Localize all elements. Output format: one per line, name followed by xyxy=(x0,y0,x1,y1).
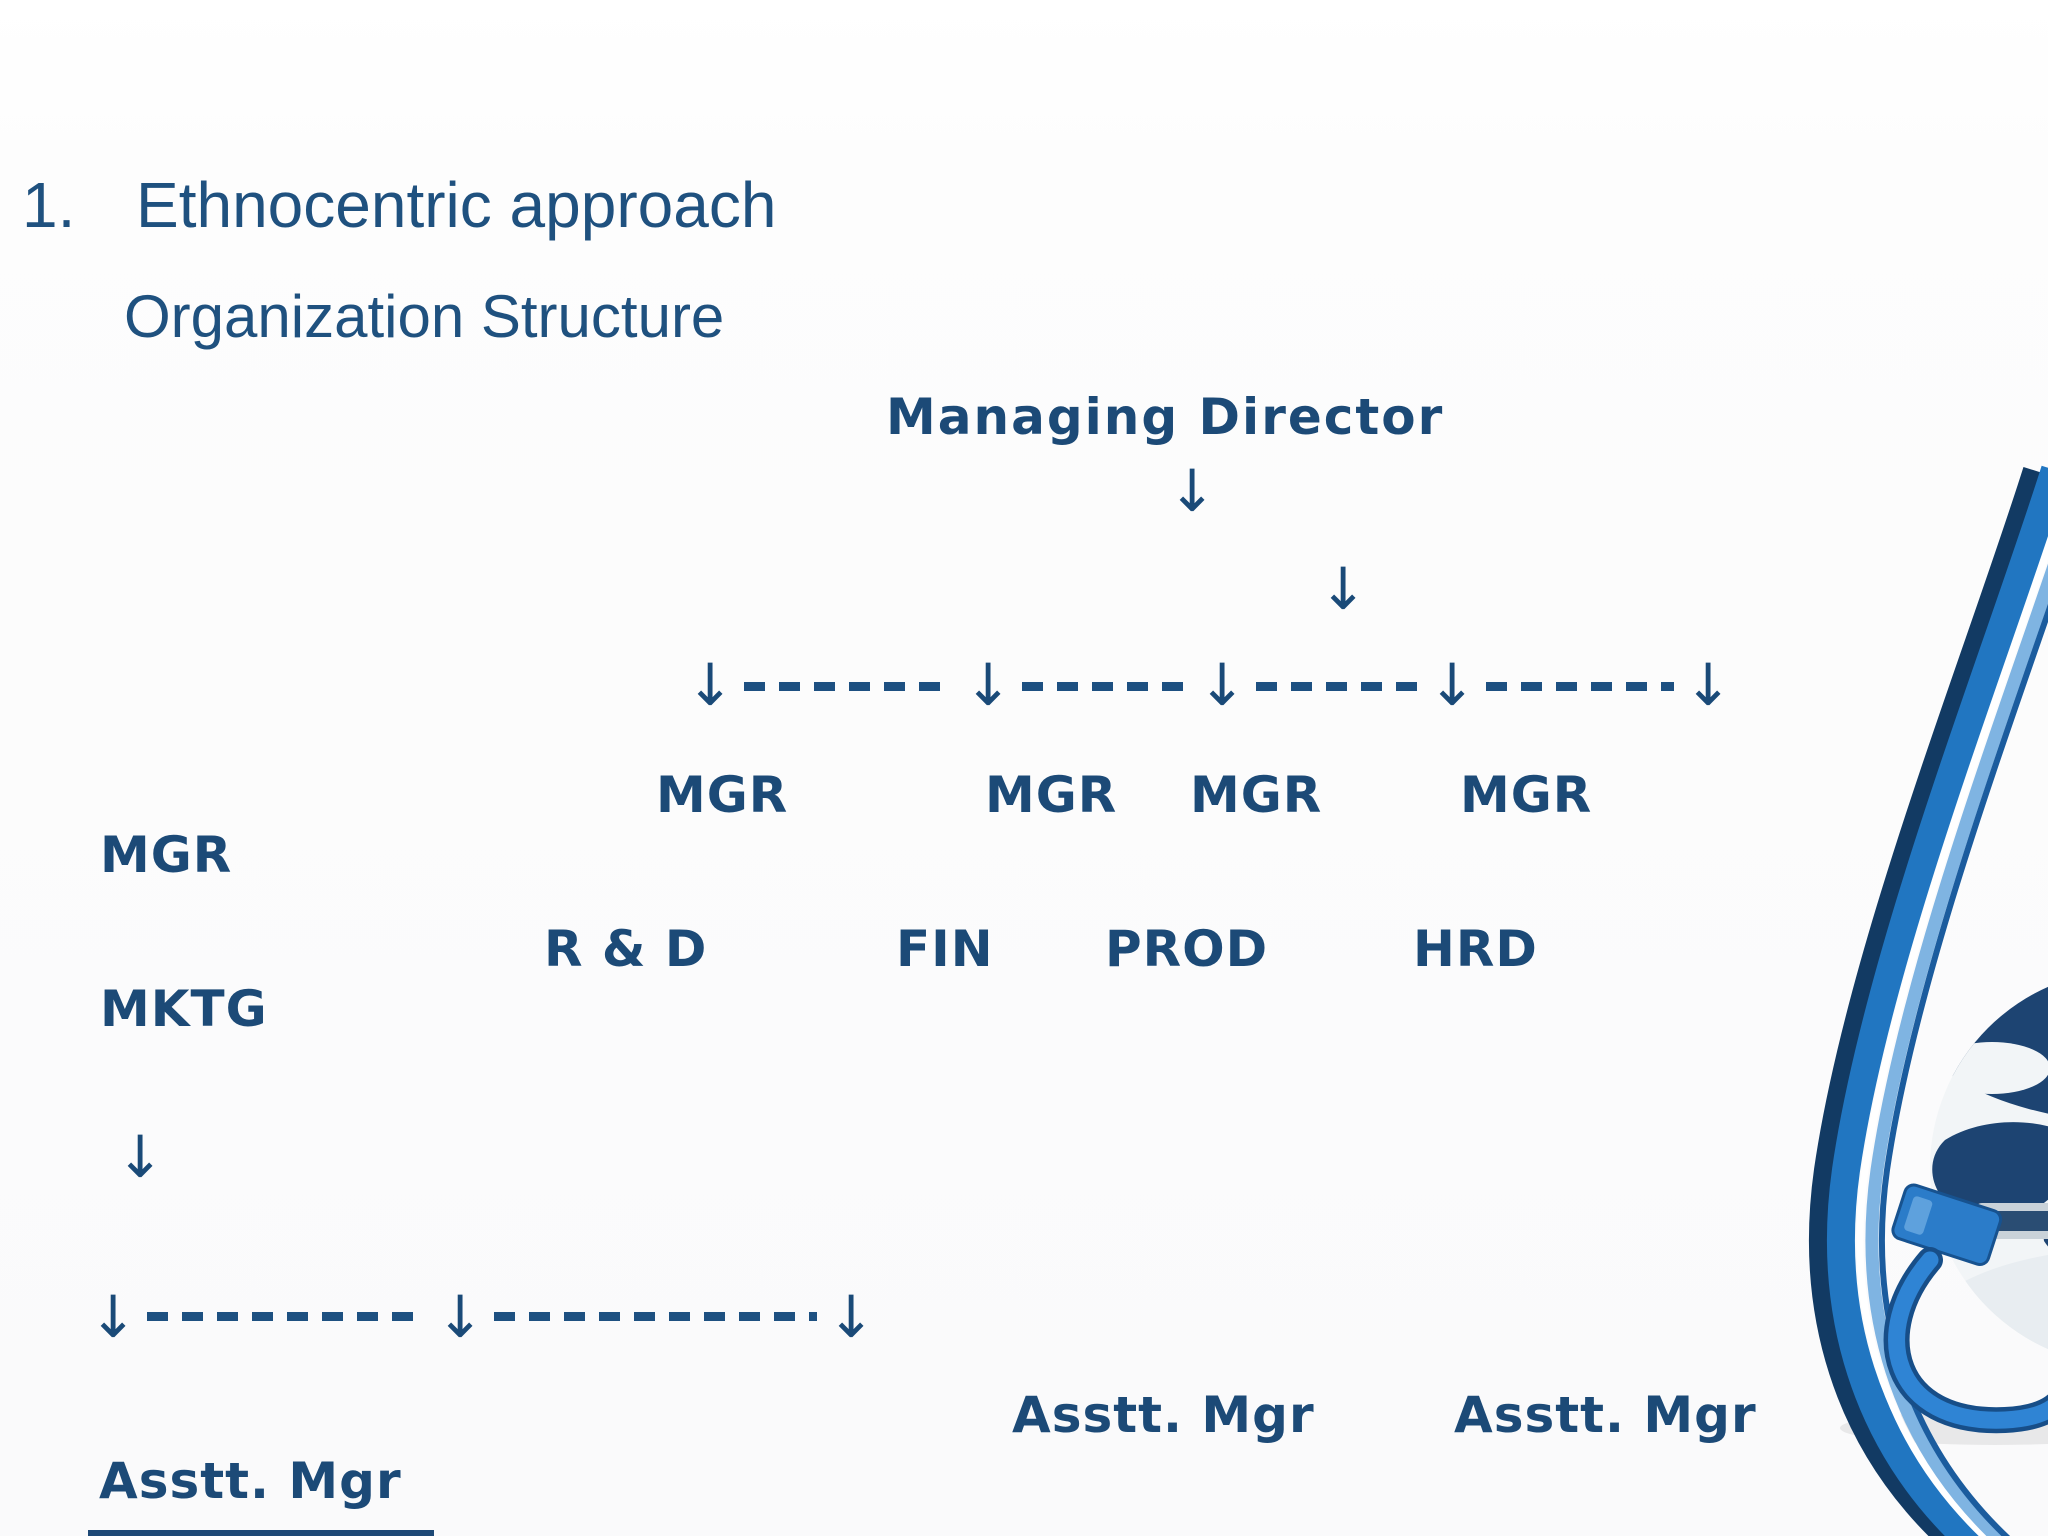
swoosh-band xyxy=(1809,465,2048,1536)
footer-accent-bar xyxy=(88,1530,434,1536)
manager-label: MGR xyxy=(1190,766,1323,824)
manager-label-wrapped: MGR xyxy=(100,826,233,884)
manager-label: MGR xyxy=(1460,766,1593,824)
usb-cable-core xyxy=(1888,1251,2048,1429)
assistant-manager-label-wrapped: Asstt. Mgr xyxy=(99,1452,402,1510)
dashed-connector-line xyxy=(1486,682,1674,691)
department-label-wrapped: MKTG xyxy=(100,980,268,1038)
arrow-down-icon: ↓ xyxy=(685,651,735,719)
department-label: FIN xyxy=(896,920,994,978)
arrow-down-icon: ↓ xyxy=(1683,651,1733,719)
usb-cable xyxy=(1883,1183,2048,1434)
dashed-connector-line xyxy=(1256,682,1418,691)
arrow-down-icon: ↓ xyxy=(826,1283,876,1351)
globe-lower-band xyxy=(1930,1248,2048,1366)
assistant-manager-label: Asstt. Mgr xyxy=(1454,1386,1757,1444)
arrow-down-icon: ↓ xyxy=(88,1283,138,1351)
assistant-manager-label: Asstt. Mgr xyxy=(1012,1386,1315,1444)
arrow-down-icon: ↓ xyxy=(115,1123,165,1191)
department-label: PROD xyxy=(1105,920,1269,978)
manager-label: MGR xyxy=(985,766,1118,824)
dashed-connector-line xyxy=(147,1312,426,1321)
usb-port-slot xyxy=(1987,1211,2048,1231)
globe-usb-decoration xyxy=(1809,465,2048,1536)
page-title: Ethnocentric approach xyxy=(136,169,777,241)
arrow-down-icon: ↓ xyxy=(1197,651,1247,719)
dashed-connector-line xyxy=(494,1312,817,1321)
manager-label: MGR xyxy=(656,766,789,824)
department-label: HRD xyxy=(1413,920,1538,978)
globe-continent xyxy=(1932,1122,2048,1223)
arrow-down-icon: ↓ xyxy=(435,1283,485,1351)
dashed-connector-line xyxy=(1022,682,1188,691)
arrow-down-icon: ↓ xyxy=(1427,651,1477,719)
page-subtitle: Organization Structure xyxy=(124,283,725,350)
org-root-label: Managing Director xyxy=(886,388,1445,446)
department-label: R & D xyxy=(544,920,708,978)
arrow-down-icon: ↓ xyxy=(963,651,1013,719)
arrow-down-icon: ↓ xyxy=(1318,555,1368,623)
globe-sea-inlet xyxy=(1934,1042,2048,1094)
heading-number: 1. xyxy=(22,169,76,241)
arrow-down-icon: ↓ xyxy=(1167,457,1217,525)
usb-connector-highlight xyxy=(1904,1196,1933,1235)
dashed-connector-line xyxy=(744,682,954,691)
